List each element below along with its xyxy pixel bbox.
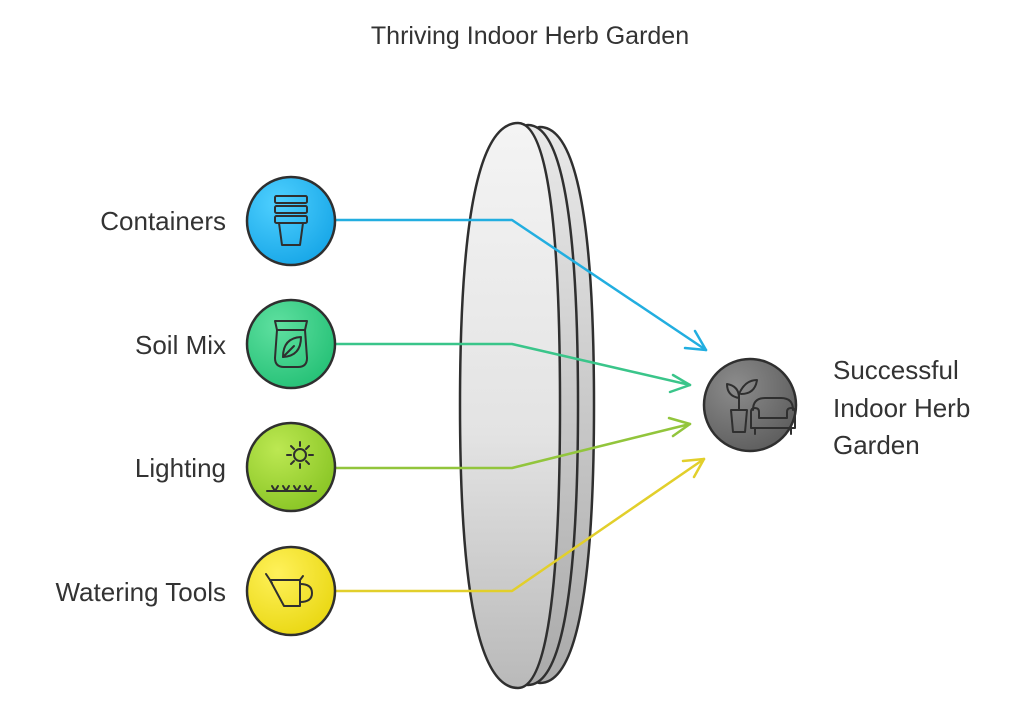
output-successful-garden: Successful Indoor Herb Garden	[702, 355, 978, 460]
output-circle	[702, 357, 798, 453]
arrow-lighting	[334, 416, 692, 470]
arrow-watering-tools	[334, 457, 706, 593]
input-lighting: Lighting	[135, 421, 337, 513]
input-watering-tools: Watering Tools	[55, 545, 337, 637]
diagram-title: Thriving Indoor Herb Garden	[371, 22, 689, 50]
input-soil-mix: Soil Mix	[135, 298, 337, 390]
lens-shape	[458, 121, 596, 690]
plant-and-armchair-icon	[726, 379, 796, 435]
output-label-line-1: Successful	[833, 355, 959, 385]
soil-mix-label: Soil Mix	[135, 330, 226, 360]
soil-mix-circle	[245, 298, 337, 390]
connector-arrows	[334, 218, 708, 593]
watering-tools-circle	[245, 545, 337, 637]
stacked-pots-icon	[274, 195, 308, 246]
watering-can-icon	[265, 573, 313, 607]
output-label-line-2: Indoor Herb	[833, 393, 970, 423]
arrow-soil-mix	[334, 342, 692, 394]
containers-circle	[245, 175, 337, 267]
output-label-line-3: Garden	[833, 430, 920, 460]
lighting-label: Lighting	[135, 453, 226, 483]
sun-light-icon	[266, 441, 317, 492]
containers-label: Containers	[100, 206, 226, 236]
soil-bag-icon	[274, 320, 308, 368]
output-label: Successful Indoor Herb Garden	[833, 355, 978, 460]
input-containers: Containers	[100, 175, 337, 267]
arrow-containers	[334, 218, 708, 352]
lighting-circle	[245, 421, 337, 513]
watering-tools-label: Watering Tools	[55, 577, 226, 607]
